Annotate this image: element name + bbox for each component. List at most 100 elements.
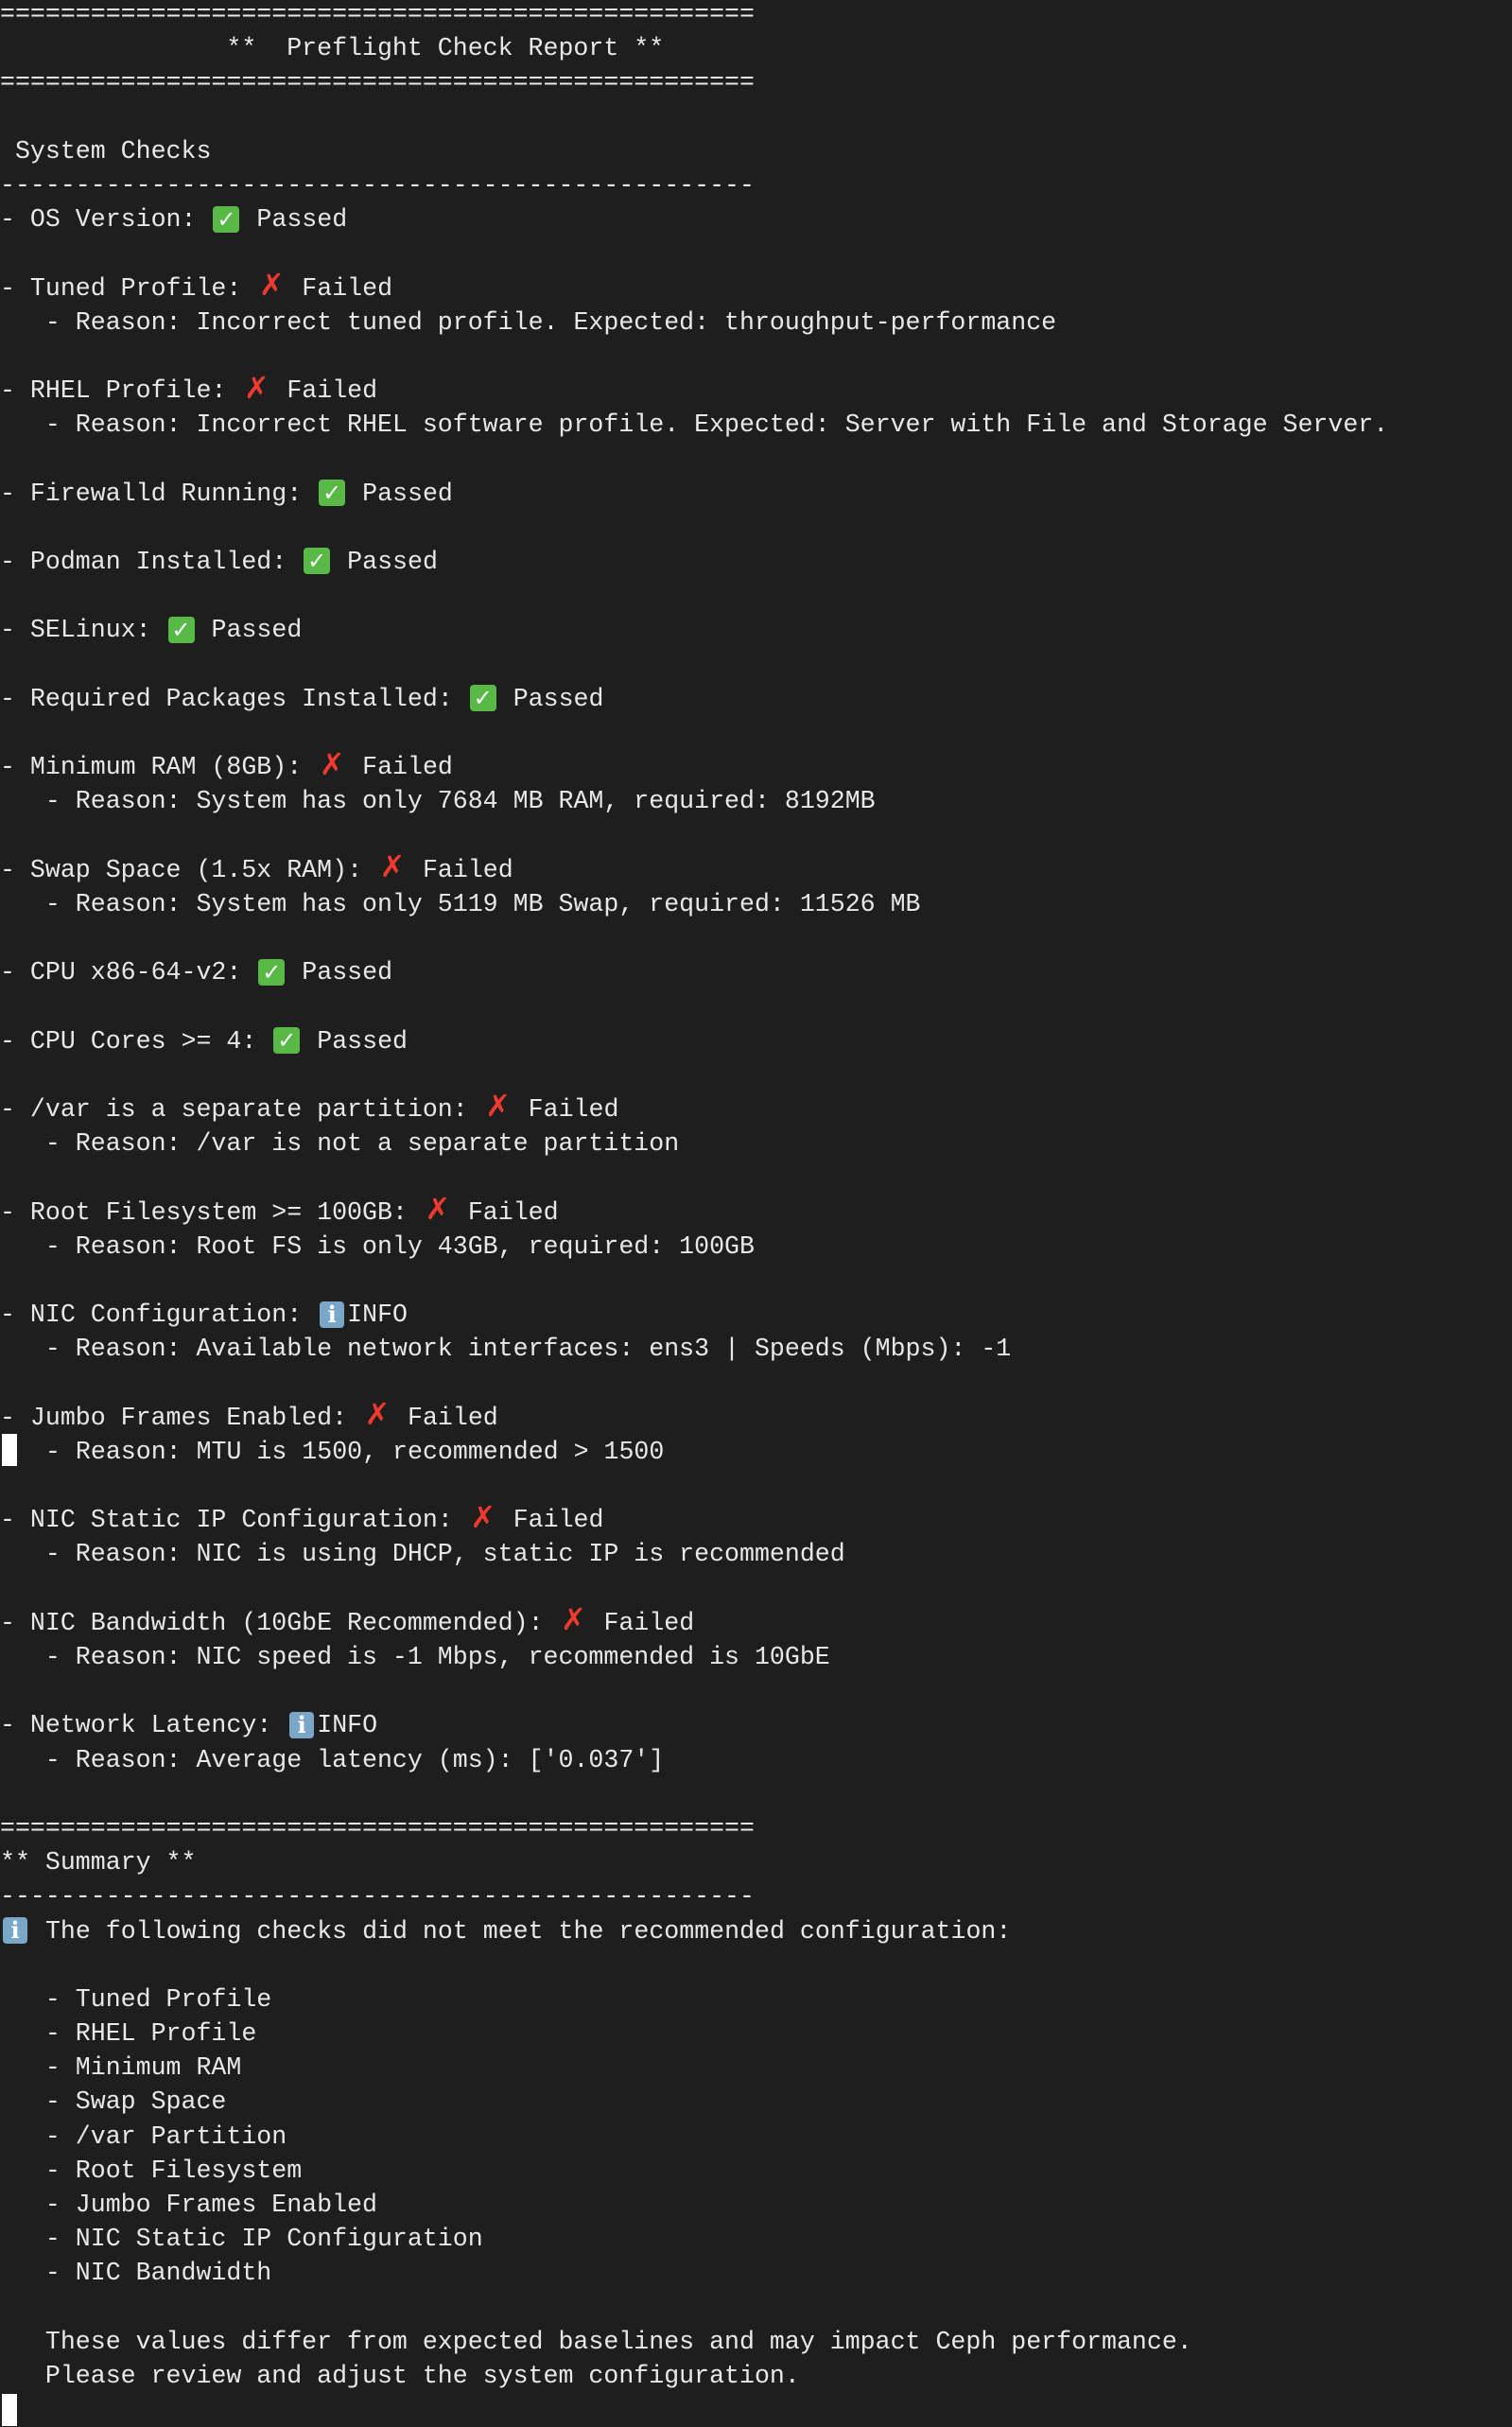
reason-prefix: - Reason: <box>45 1437 197 1466</box>
check-colon: : <box>528 1608 559 1637</box>
separator-text: ========================================… <box>0 68 755 97</box>
check-name: Required Packages Installed <box>29 684 438 713</box>
summary-footer-text: Please review and adjust the system conf… <box>0 2361 800 2390</box>
check-colon: : <box>181 205 212 235</box>
check-colon: : <box>437 1506 468 1535</box>
space <box>241 205 256 234</box>
summary-item-text: Minimum RAM <box>75 2053 242 2083</box>
summary-item-text: Swap Space <box>75 2087 227 2117</box>
check-prefix: - <box>0 548 30 576</box>
check-status: Passed <box>317 1026 408 1056</box>
summary-intro: i The following checks did not meet the … <box>0 1914 1388 1948</box>
check-colon: : <box>452 1095 483 1124</box>
check-item: - CPU x86-64-v2: ✓ Passed <box>0 955 1388 989</box>
check-prefix: - <box>0 1506 30 1535</box>
check-status: Passed <box>362 479 453 508</box>
space <box>408 856 423 884</box>
check-name: RHEL Profile <box>29 376 212 406</box>
check-status: INFO <box>347 1301 408 1330</box>
reason-prefix: - Reason: <box>0 889 197 918</box>
check-status: Failed <box>528 1095 619 1124</box>
summary-item-text: NIC Bandwidth <box>75 2259 272 2288</box>
check-item: - RHEL Profile: ✗ Failed <box>0 373 1388 408</box>
check-mark-icon: ✓ <box>302 545 332 575</box>
reason-prefix: - Reason: <box>0 410 197 440</box>
section-title-text: System Checks <box>0 136 212 166</box>
check-status: Failed <box>408 1403 498 1432</box>
check-status: Failed <box>287 376 378 406</box>
summary-item: - RHEL Profile <box>0 2017 1388 2051</box>
check-item: - Required Packages Installed: ✓ Passed <box>0 682 1388 716</box>
check-item: - OS Version: ✓ Passed <box>0 202 1388 236</box>
blank-line <box>0 648 1388 682</box>
reason-prefix: - Reason: <box>0 307 197 337</box>
info-icon: i <box>0 1914 30 1944</box>
reason-prefix: - Reason: <box>0 1540 197 1569</box>
check-name: Network Latency <box>29 1711 257 1740</box>
check-name: Root Filesystem >= 100GB <box>29 1197 392 1227</box>
summary-item-text: Tuned Profile <box>75 1984 272 2014</box>
check-name: NIC Bandwidth (10GbE Recommended) <box>29 1608 529 1637</box>
reason-text: Available network interfaces: ens3 | Spe… <box>196 1335 1012 1364</box>
check-colon: : <box>332 1403 363 1432</box>
check-item: - Root Filesystem >= 100GB: ✗ Failed <box>0 1194 1388 1230</box>
summary-item-text: /var Partition <box>75 2121 287 2151</box>
check-colon: : <box>271 548 303 576</box>
check-name: Podman Installed <box>29 548 272 576</box>
blank-line <box>0 1058 1388 1092</box>
check-colon: : <box>256 1711 287 1740</box>
check-item: - Swap Space (1.5x RAM): ✗ Failed <box>0 851 1388 887</box>
summary-item-text: Root Filesystem <box>75 2156 303 2185</box>
blank-line <box>0 1469 1388 1503</box>
reason-text: /var is not a separate partition <box>196 1129 680 1159</box>
report-title: ** Preflight Check Report ** <box>0 31 1388 65</box>
blank-line <box>0 1948 1388 1982</box>
check-name: Firewalld Running <box>29 479 287 508</box>
summary-footer: These values differ from expected baseli… <box>0 2325 1388 2359</box>
summary-title-text: ** Summary ** <box>0 1848 197 1877</box>
check-colon: : <box>347 855 377 884</box>
check-reason: - Reason: System has only 7684 MB RAM, r… <box>0 784 1388 818</box>
reason-prefix: - Reason: <box>0 787 197 816</box>
space <box>347 753 362 781</box>
check-prefix: - <box>0 376 30 406</box>
check-mark-icon: ✓ <box>317 477 347 507</box>
check-colon: : <box>287 753 318 782</box>
blank-line <box>0 921 1388 955</box>
reason-text: Incorrect RHEL software profile. Expecte… <box>196 410 1389 440</box>
check-prefix: - <box>0 1403 30 1432</box>
check-prefix: - <box>0 958 30 987</box>
check-status: INFO <box>317 1711 378 1740</box>
check-name: CPU x86-64-v2 <box>29 958 227 987</box>
cross-mark-icon: ✗ <box>258 266 285 303</box>
blank-line <box>0 1777 1388 1811</box>
check-name: OS Version <box>29 205 182 235</box>
summary-item: - Swap Space <box>0 2085 1388 2119</box>
check-mark-icon: ✓ <box>211 203 241 233</box>
check-name: NIC Static IP Configuration <box>29 1506 438 1535</box>
summary-item: - Minimum RAM <box>0 2051 1388 2085</box>
check-status: Failed <box>603 1608 695 1637</box>
check-prefix: - <box>0 273 30 303</box>
check-item: - CPU Cores >= 4: ✓ Passed <box>0 1024 1388 1058</box>
check-name: /var is a separate partition <box>29 1095 453 1124</box>
cross-mark-icon: ✗ <box>485 1088 512 1125</box>
check-colon: : <box>437 684 468 713</box>
check-status: Passed <box>513 684 604 713</box>
separator-text: ========================================… <box>0 0 755 28</box>
reason-prefix: - Reason: <box>0 1129 197 1159</box>
check-mark-icon: ✓ <box>166 614 197 643</box>
summary-item-text: RHEL Profile <box>75 2019 257 2049</box>
space <box>392 1404 408 1432</box>
check-item: - Jumbo Frames Enabled: ✗ Failed <box>0 1399 1388 1435</box>
check-colon: : <box>287 1301 318 1330</box>
space <box>287 274 302 303</box>
summary-item: - NIC Static IP Configuration <box>0 2222 1388 2256</box>
check-reason: - Reason: Root FS is only 43GB, required… <box>0 1230 1388 1264</box>
check-status: Failed <box>362 753 453 782</box>
blank-line <box>0 1572 1388 1606</box>
check-prefix: - <box>0 205 30 235</box>
blank-line <box>0 236 1388 271</box>
summary-footer-text: These values differ from expected baseli… <box>0 2327 1192 2356</box>
